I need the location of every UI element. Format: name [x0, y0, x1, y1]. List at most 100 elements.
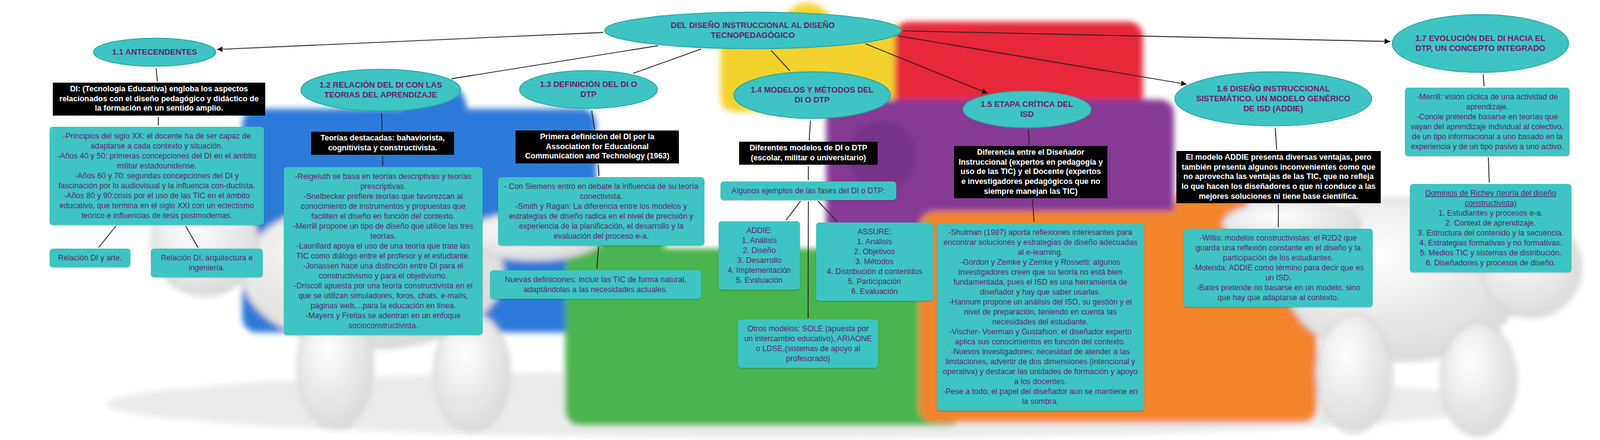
body-text: -Principios del siglo XX: el docente ha …	[55, 131, 259, 151]
ellipse-label-group: 1.5 ETAPA CRÍTICA DEL ISD	[975, 99, 1079, 120]
body-text: Relación DI, arquitectura e ingeniería.	[156, 252, 258, 273]
body-text: -Nuevos investigadores: necesidad de ate…	[942, 346, 1139, 387]
connector-line	[809, 120, 811, 141]
body-text: 4. Implementación	[724, 265, 795, 276]
connector-line	[155, 68, 158, 82]
body-text: -Snelbecker prefiere teorías que favorez…	[289, 191, 478, 222]
note-text: El modelo ADDIE presenta diversas ventaj…	[1180, 152, 1377, 202]
body-text: 6. Evaluación	[821, 286, 928, 297]
connector-line	[1032, 199, 1034, 222]
body-text: -Conole pretende basarse en teorías que …	[1410, 111, 1564, 152]
ellipse-shape	[604, 12, 902, 50]
connector-line	[632, 49, 702, 74]
note-text: Diferencia entre el Diseñador Instruccio…	[958, 147, 1104, 197]
connector-line	[808, 165, 809, 181]
body-text: -Merrill propone un tipo de diseño que u…	[289, 221, 478, 241]
body-text: 3. Desarrollo	[724, 255, 795, 266]
ellipse-label-group: DEL DISEÑO INSTRUCCIONAL AL DISEÑO TECNO…	[633, 20, 873, 41]
connector-line	[818, 201, 838, 222]
body-text: Relación DI y arte.	[55, 252, 125, 263]
body-text: -Smith y Ragan: La diferencia entre los …	[503, 201, 699, 241]
connector-line	[771, 50, 791, 71]
body-text: 3. Métodos	[821, 256, 928, 267]
topic-ellipse: 1.1 ANTECENDENTES	[92, 37, 217, 68]
connector-line	[807, 201, 809, 319]
connector-line	[185, 226, 199, 248]
topic-ellipse: 1.4 MODELOS Y MÉTODOS DEL DI O DTP	[732, 70, 892, 120]
body-text: 1. Estudiantes y procesos e-a.	[1415, 208, 1566, 219]
ellipse-label-group: 1.6 DISEÑO INSTRUCCIONAL SISTEMÁTICO. UN…	[1193, 83, 1353, 115]
topic-ellipse: 1.7 EVOLUCIÓN DEL DI HACIA EL DTP, UN CO…	[1391, 13, 1570, 74]
note-text: Primera definición del DI por la Associa…	[519, 132, 675, 162]
body-text: 5. Participación	[821, 276, 928, 287]
connector-line	[381, 113, 382, 131]
body-text: -Merrill: visión cíclica de una activida…	[1410, 91, 1564, 112]
body-text: 2. Diseño	[724, 245, 795, 256]
connector-line	[786, 201, 801, 221]
content-box: Relación DI, arquitectura e ingeniería.	[150, 248, 263, 278]
body-text: 4. Estrategias formativas y no formativa…	[1415, 237, 1566, 248]
topic-title: 1.7 EVOLUCIÓN DEL DI HACIA EL DTP, UN CO…	[1409, 33, 1553, 55]
body-text: -Mayers y Freitas se adentran en un enfo…	[289, 310, 478, 331]
body-text: -Años 80 y 90:crisis por el uso de las T…	[55, 190, 259, 221]
content-box: -Merrill: visión cíclica de una activida…	[1404, 87, 1570, 156]
note-label: Diferencia entre el Diseñador Instruccio…	[954, 145, 1108, 199]
body-text: -Driscoll apuesta por una teoría constru…	[289, 280, 478, 311]
ellipse-shape	[301, 69, 461, 112]
body-text: 1. Análisis	[821, 236, 928, 247]
body-text: ADDIE:	[724, 225, 795, 236]
body-text: 3. Estructura del contenido y la secuenc…	[1415, 227, 1566, 238]
content-box: Nuevas definiciones: incluir las TIC de …	[490, 270, 702, 299]
body-text: -Años 40 y 50: primeras concepciones del…	[55, 150, 259, 171]
body-text: -Shulman (1987) aporta reflexiones inter…	[942, 227, 1139, 258]
body-text: 2. Objetivos	[821, 246, 928, 257]
ellipse-label-group: 1.7 EVOLUCIÓN DEL DI HACIA EL DTP, UN CO…	[1409, 33, 1553, 55]
topic-title: 1.1 ANTECENDENTES	[104, 47, 205, 58]
right-figure-leg	[1316, 313, 1392, 432]
topic-title: DEL DISEÑO INSTRUCCIONAL AL DISEÑO TECNO…	[633, 20, 873, 41]
body-text: -Laurillard apoya el uso de una teoría q…	[289, 240, 478, 261]
topic-title: 1.4 MODELOS Y MÉTODOS DEL DI O DTP	[749, 85, 876, 106]
body-text: 1. Análisis	[724, 235, 795, 246]
body-text: -Bates pretende no basarse en un modelo,…	[1189, 282, 1368, 303]
body-text: Dominios de Richey (teoría del diseño co…	[1415, 188, 1566, 209]
topic-ellipse: DEL DISEÑO INSTRUCCIONAL AL DISEÑO TECNO…	[603, 11, 902, 50]
topic-title: 1.6 DISEÑO INSTRUCCIONAL SISTEMÁTICO. UN…	[1193, 83, 1353, 115]
ellipse-shape	[93, 38, 217, 67]
note-label: Teorías destacadas: bahaviorista, cognit…	[311, 131, 455, 155]
content-box: Relación DI y arte.	[49, 248, 131, 268]
ellipse-label-group: 1.2 RELACIÓN DEL DI CON LAS TEORIAS DEL …	[316, 80, 446, 101]
ellipse-shape	[1175, 72, 1373, 127]
content-box: Dominios de Richey (teoría del diseño co…	[1409, 183, 1572, 273]
note-label: El modelo ADDIE presenta diversas ventaj…	[1176, 150, 1381, 204]
ellipse-label-group: 1.3 DEFINICIÓN DEL DI O DTP	[532, 79, 645, 100]
connector-line	[1488, 157, 1489, 183]
body-text: 5. Evaluación	[724, 275, 795, 286]
content-box: -Shulman (1987) aporta reflexiones inter…	[936, 222, 1145, 411]
ellipse-shape	[519, 70, 658, 109]
body-text: 6. Diseñadores y procesos de diseño.	[1415, 257, 1566, 268]
connector-line	[1275, 127, 1277, 150]
connector-line	[591, 110, 596, 130]
ellipse-shape	[963, 91, 1092, 128]
body-text: 5. Medios TIC y sistemas de distribución…	[1415, 247, 1566, 258]
body-text: Otros modelos: SOLE (apuesta por un inte…	[743, 323, 873, 364]
connector-line	[897, 36, 1187, 85]
body-text: - Con Siemens entró en debate la influen…	[503, 181, 699, 202]
topic-title: 1.2 RELACIÓN DEL DI CON LAS TEORIAS DEL …	[316, 80, 446, 101]
content-box: Otros modelos: SOLE (apuesta por un inte…	[737, 319, 879, 368]
content-box: ASSURE:1. Análisis2. Objetivos3. Métodos…	[816, 222, 933, 301]
connector-line	[157, 116, 160, 126]
connector-line	[98, 225, 117, 248]
ellipse-label-group: 1.4 MODELOS Y MÉTODOS DEL DI O DTP	[749, 85, 876, 106]
connector-line	[381, 155, 384, 166]
note-text: DI: (Tecnología Educativa) engloba los a…	[57, 84, 261, 114]
body-text: -Jonassen hace una distinción entre DI p…	[289, 260, 478, 281]
topic-title: 1.5 ETAPA CRÍTICA DEL ISD	[975, 99, 1079, 120]
body-text: -Años 60 y 70: segundas concepciones del…	[55, 170, 259, 191]
connector-line	[598, 164, 599, 176]
content-box: ADDIE:1. Análisis2. Diseño3. Desarrollo4…	[718, 221, 800, 290]
connector-line	[1483, 74, 1485, 87]
content-box: Algunos ejemplos de las fases del DI o D…	[720, 181, 897, 200]
